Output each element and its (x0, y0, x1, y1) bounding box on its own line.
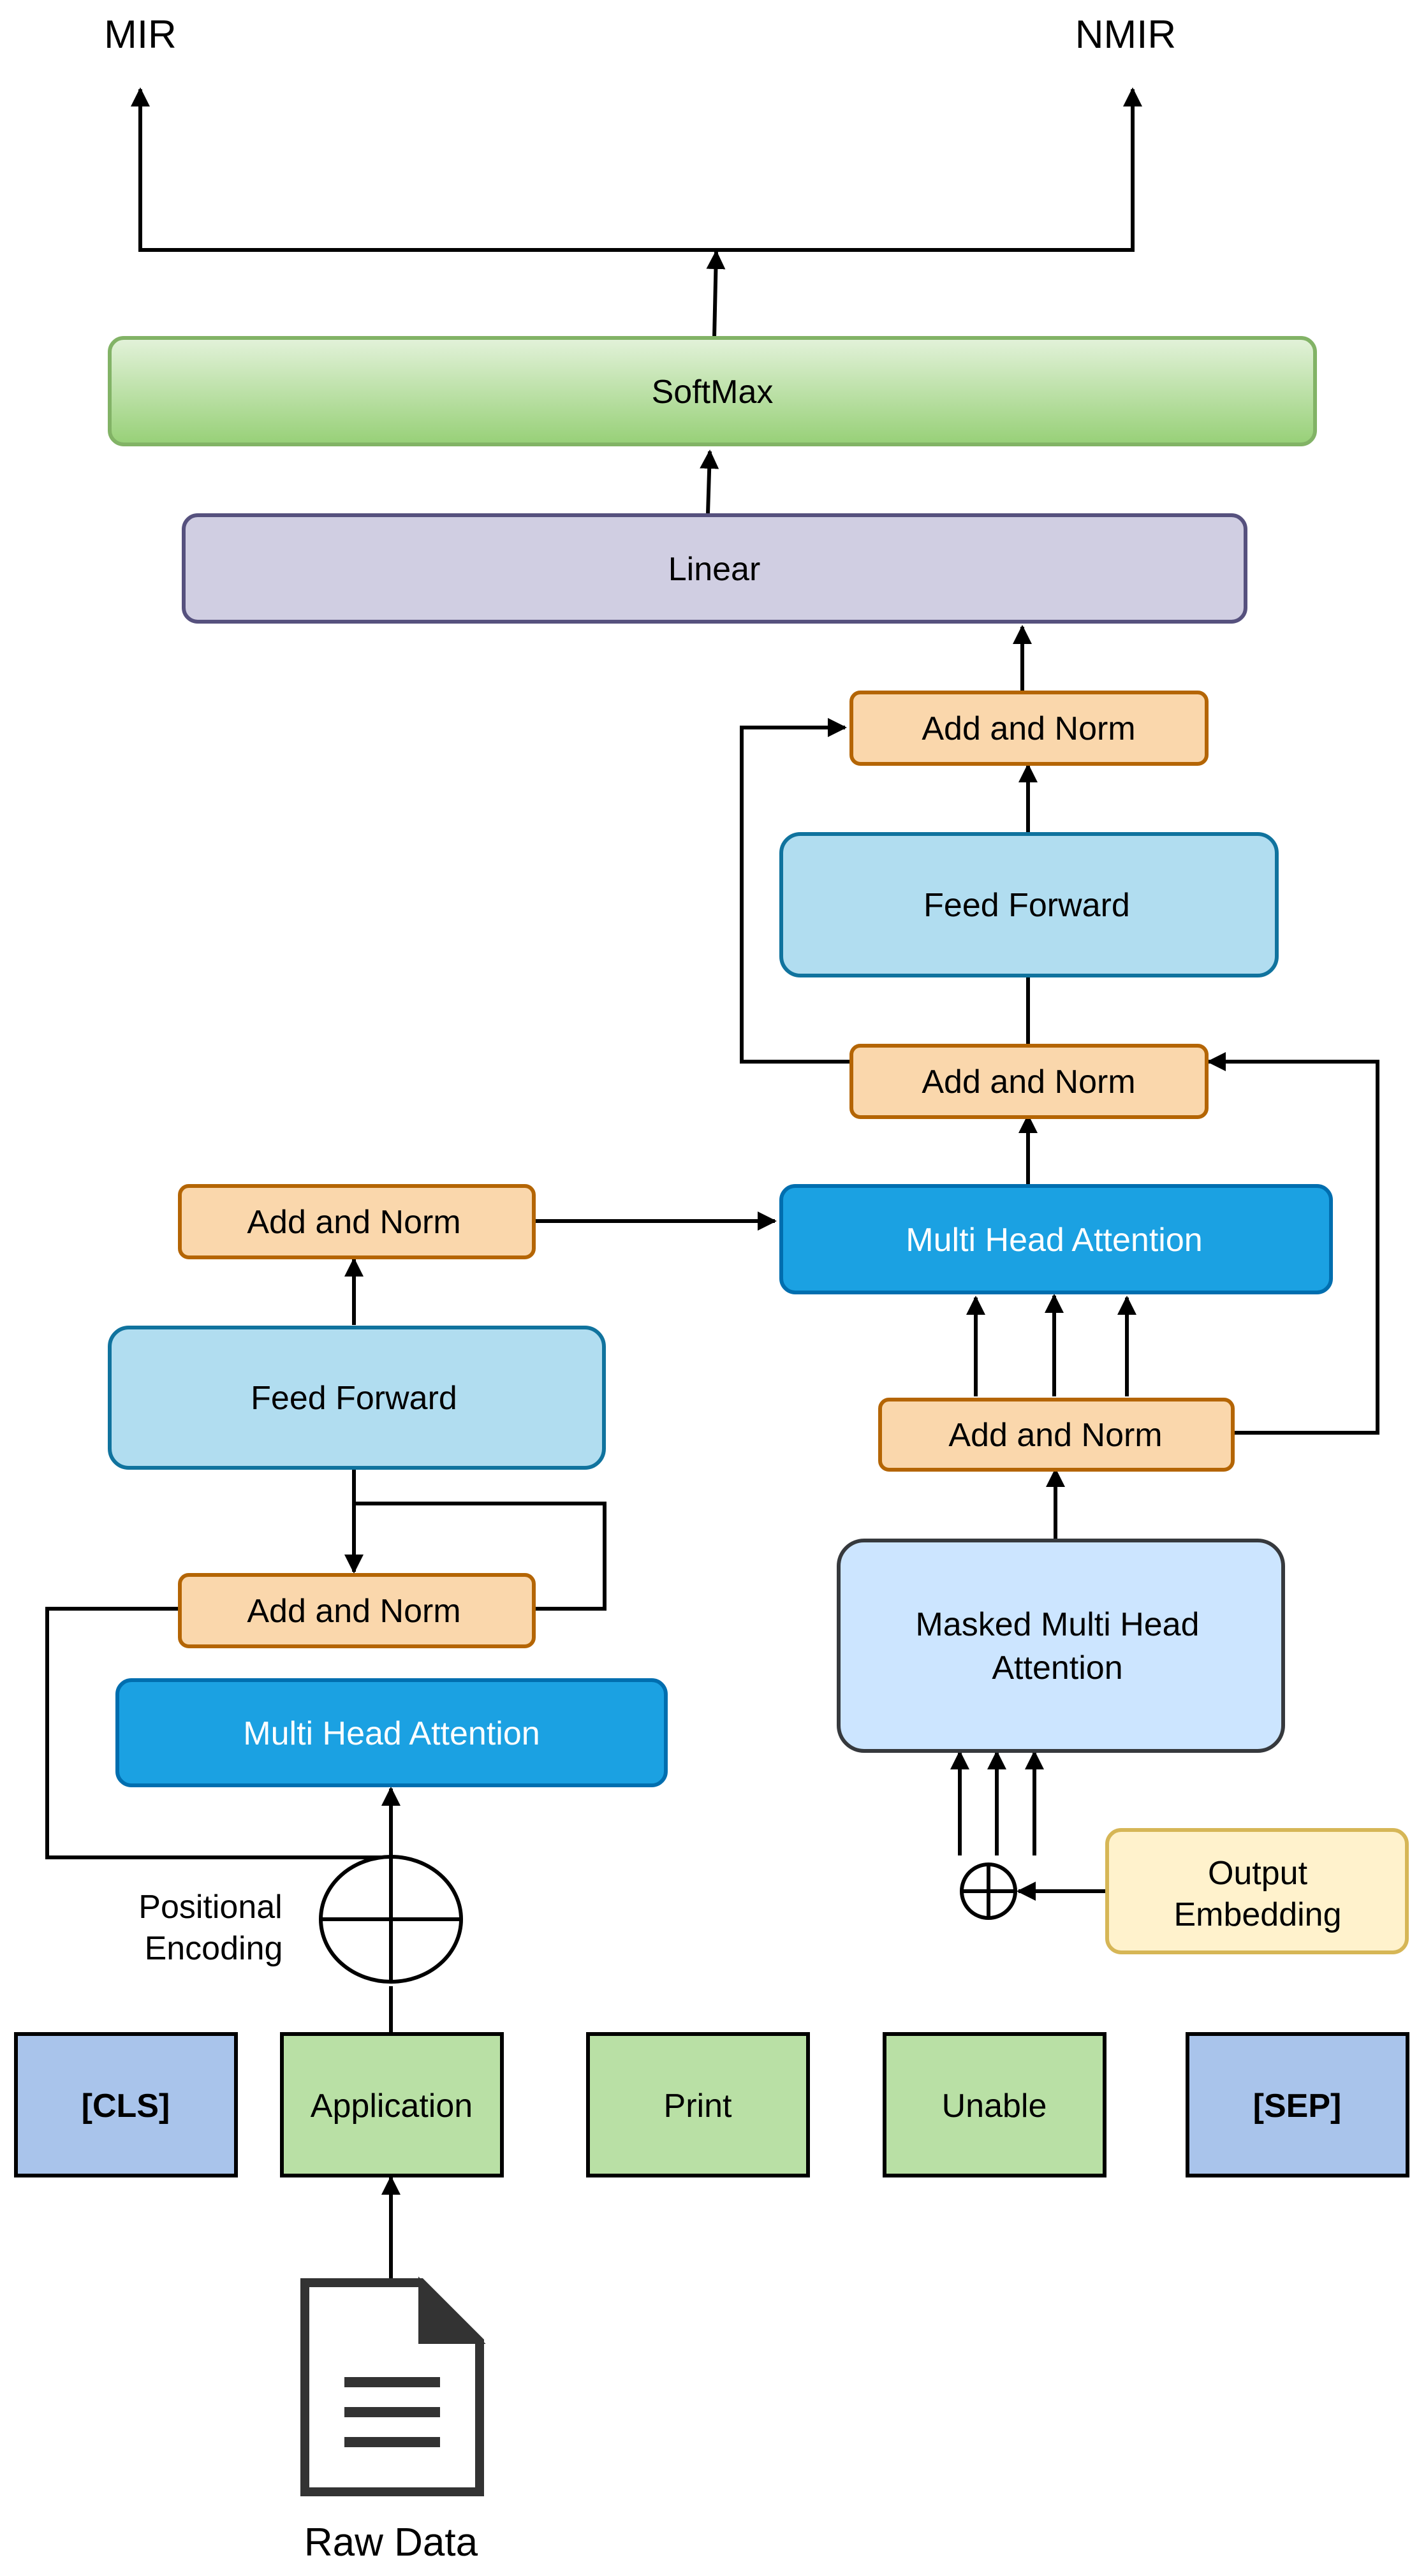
decoder-add-norm-bottom: Add and Norm (878, 1398, 1235, 1472)
softmax-to-split-arrow (706, 250, 726, 339)
token-print: Print (586, 2032, 810, 2177)
decoder-mha-label: Multi Head Attention (906, 1222, 1202, 1259)
decoder-add-norm-top: Add and Norm (849, 691, 1209, 766)
nmir-label: NMIR (1075, 13, 1176, 57)
enc-residual-right (354, 1502, 606, 1611)
mir-label: MIR (104, 13, 177, 57)
decoder-add-norm-mid-label: Add and Norm (922, 1064, 1135, 1101)
encoder-feed-forward: Feed Forward (108, 1326, 606, 1470)
output-embedding-line2: Embedding (1173, 1896, 1341, 1933)
token-application-label: Application (311, 2088, 473, 2125)
masked-label-line1: Masked Multi Head (915, 1606, 1199, 1643)
decoder-residual-right (1207, 1052, 1379, 1435)
token-cls-label: [CLS] (82, 2088, 170, 2125)
encoder-add-norm-top-label: Add and Norm (247, 1204, 460, 1241)
output-embedding-line1: Output (1208, 1855, 1308, 1892)
output-split-lines (138, 89, 1135, 252)
token-sep-label: [SEP] (1253, 2088, 1342, 2125)
encoder-add-norm-bottom-label: Add and Norm (247, 1593, 460, 1630)
decoder-plus-node (960, 1862, 1017, 1920)
encoder-multi-head-attention: Multi Head Attention (115, 1678, 668, 1787)
decoder-add-norm-top-label: Add and Norm (922, 710, 1135, 747)
softmax-block: SoftMax (108, 336, 1317, 446)
linear-to-softmax-arrow (700, 450, 719, 514)
encoder-add-norm-bottom: Add and Norm (178, 1573, 536, 1648)
positional-label-line1: Positional (138, 1889, 282, 1926)
linear-block: Linear (182, 513, 1247, 624)
token-sep: [SEP] (1186, 2032, 1409, 2177)
token-unable: Unable (883, 2032, 1106, 2177)
linear-label: Linear (668, 551, 761, 588)
decoder-add-norm-bottom-label: Add and Norm (948, 1417, 1162, 1454)
decoder-add-norm-mid: Add and Norm (849, 1044, 1209, 1119)
decoder-feed-forward: Feed Forward (779, 832, 1279, 977)
token-row: [CLS] Application Print Unable [SEP] (14, 2032, 1409, 2177)
positional-encoding-node (319, 1855, 463, 1984)
enc-residual-left (45, 1607, 389, 1859)
token-print-label: Print (664, 2088, 732, 2125)
document-icon (300, 2276, 486, 2496)
token-cls: [CLS] (14, 2032, 238, 2177)
encoder-feed-forward-label: Feed Forward (251, 1380, 457, 1417)
decoder-feed-forward-label: Feed Forward (923, 887, 1130, 924)
decoder-residual-top (740, 718, 851, 1064)
output-embedding: Output Embedding (1105, 1828, 1409, 1954)
decoder-multi-head-attention: Multi Head Attention (779, 1184, 1333, 1294)
token-unable-label: Unable (942, 2088, 1047, 2125)
raw-data-label: Raw Data (304, 2521, 478, 2565)
softmax-label: SoftMax (652, 374, 774, 411)
token-application: Application (280, 2032, 504, 2177)
positional-label-line2: Encoding (145, 1930, 283, 1967)
masked-multi-head-attention: Masked Multi Head Attention (837, 1539, 1285, 1753)
masked-label-line2: Attention (992, 1650, 1122, 1687)
encoder-mha-label: Multi Head Attention (243, 1715, 540, 1752)
connectors (45, 87, 1379, 2281)
encoder-add-norm-top: Add and Norm (178, 1184, 536, 1259)
